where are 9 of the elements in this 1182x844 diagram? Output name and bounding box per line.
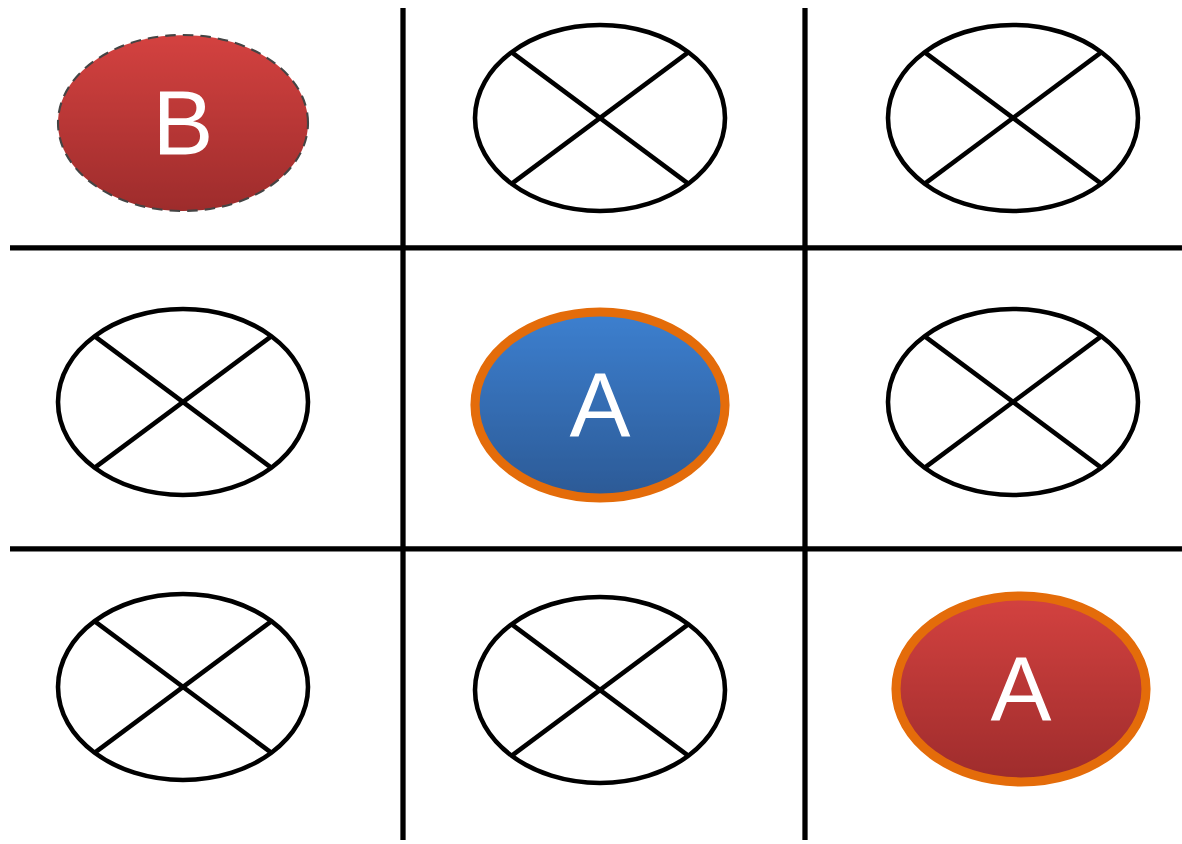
- crossed-ellipse: [472, 594, 728, 786]
- crossed-ellipse: [55, 306, 311, 498]
- ellipse-token: B: [56, 33, 310, 213]
- ellipse-token: A: [891, 591, 1151, 787]
- ellipse-token: A: [470, 307, 730, 503]
- crossed-ellipse: [885, 22, 1141, 214]
- crossed-ellipse: [55, 591, 311, 783]
- crossed-ellipse: [472, 22, 728, 214]
- crossed-ellipse: [885, 306, 1141, 498]
